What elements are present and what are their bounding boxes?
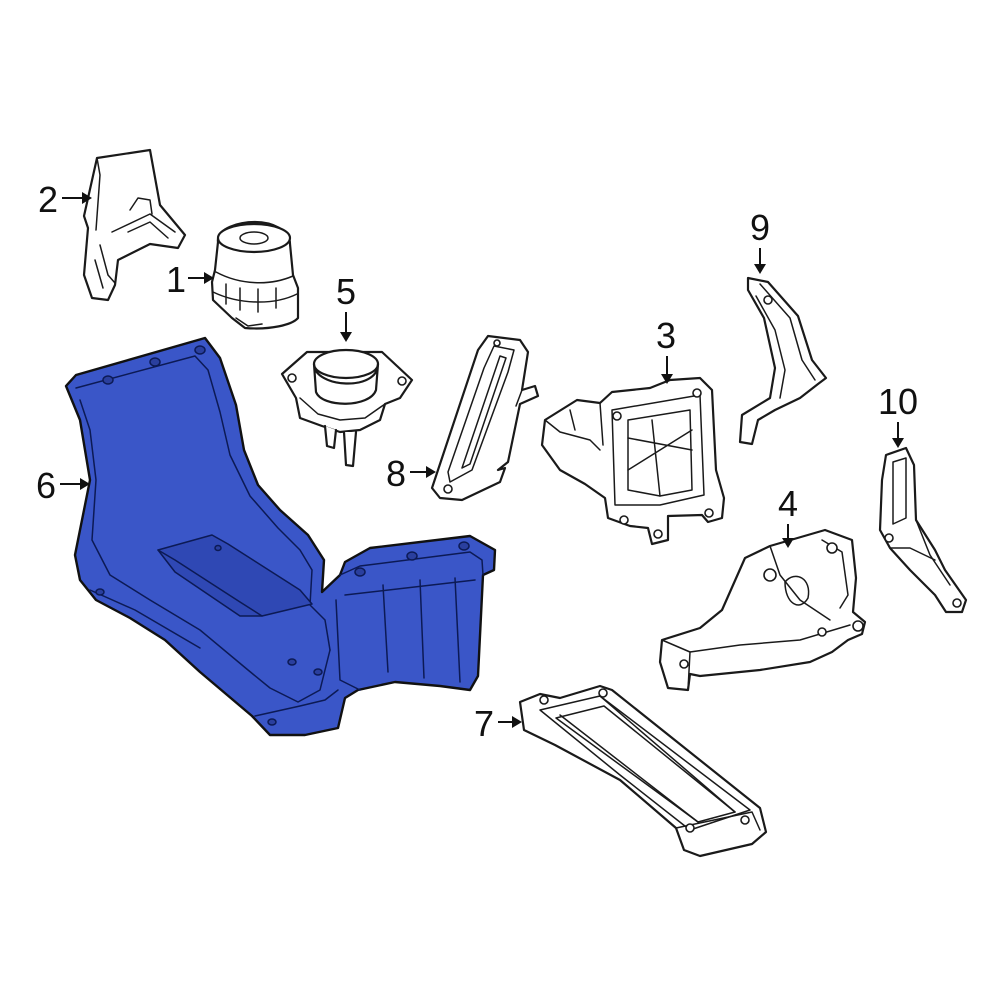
callout-label-1: 1 [166, 259, 186, 300]
callout-label-9: 9 [750, 207, 770, 248]
callout-6: 6 [36, 465, 90, 506]
part-5-mount[interactable] [280, 348, 414, 468]
part-7-skid-plate[interactable] [518, 684, 768, 858]
part-2-bracket[interactable] [82, 148, 187, 302]
callout-label-5: 5 [336, 271, 356, 312]
callout-1: 1 [166, 259, 214, 300]
part-6-crossmember[interactable] [64, 336, 497, 737]
part-10-bracket[interactable] [878, 446, 968, 614]
callout-3: 3 [656, 315, 676, 384]
callout-4: 4 [778, 483, 798, 548]
callout-label-3: 3 [656, 315, 676, 356]
callout-8: 8 [386, 453, 436, 494]
callout-label-7: 7 [474, 703, 494, 744]
callout-2: 2 [38, 179, 92, 220]
callout-label-6: 6 [36, 465, 56, 506]
callout-label-4: 4 [778, 483, 798, 524]
callout-7: 7 [474, 703, 522, 744]
callout-10: 10 [878, 381, 918, 448]
callout-label-2: 2 [38, 179, 58, 220]
part-1-engine-mount[interactable] [210, 220, 300, 330]
part-8-rail[interactable] [430, 334, 540, 502]
callout-label-8: 8 [386, 453, 406, 494]
callout-9: 9 [750, 207, 770, 274]
callout-5: 5 [336, 271, 356, 342]
part-4-bracket[interactable] [658, 528, 867, 692]
part-9-strap[interactable] [738, 276, 828, 446]
part-3-bracket[interactable] [540, 376, 726, 546]
callout-label-10: 10 [878, 381, 918, 422]
